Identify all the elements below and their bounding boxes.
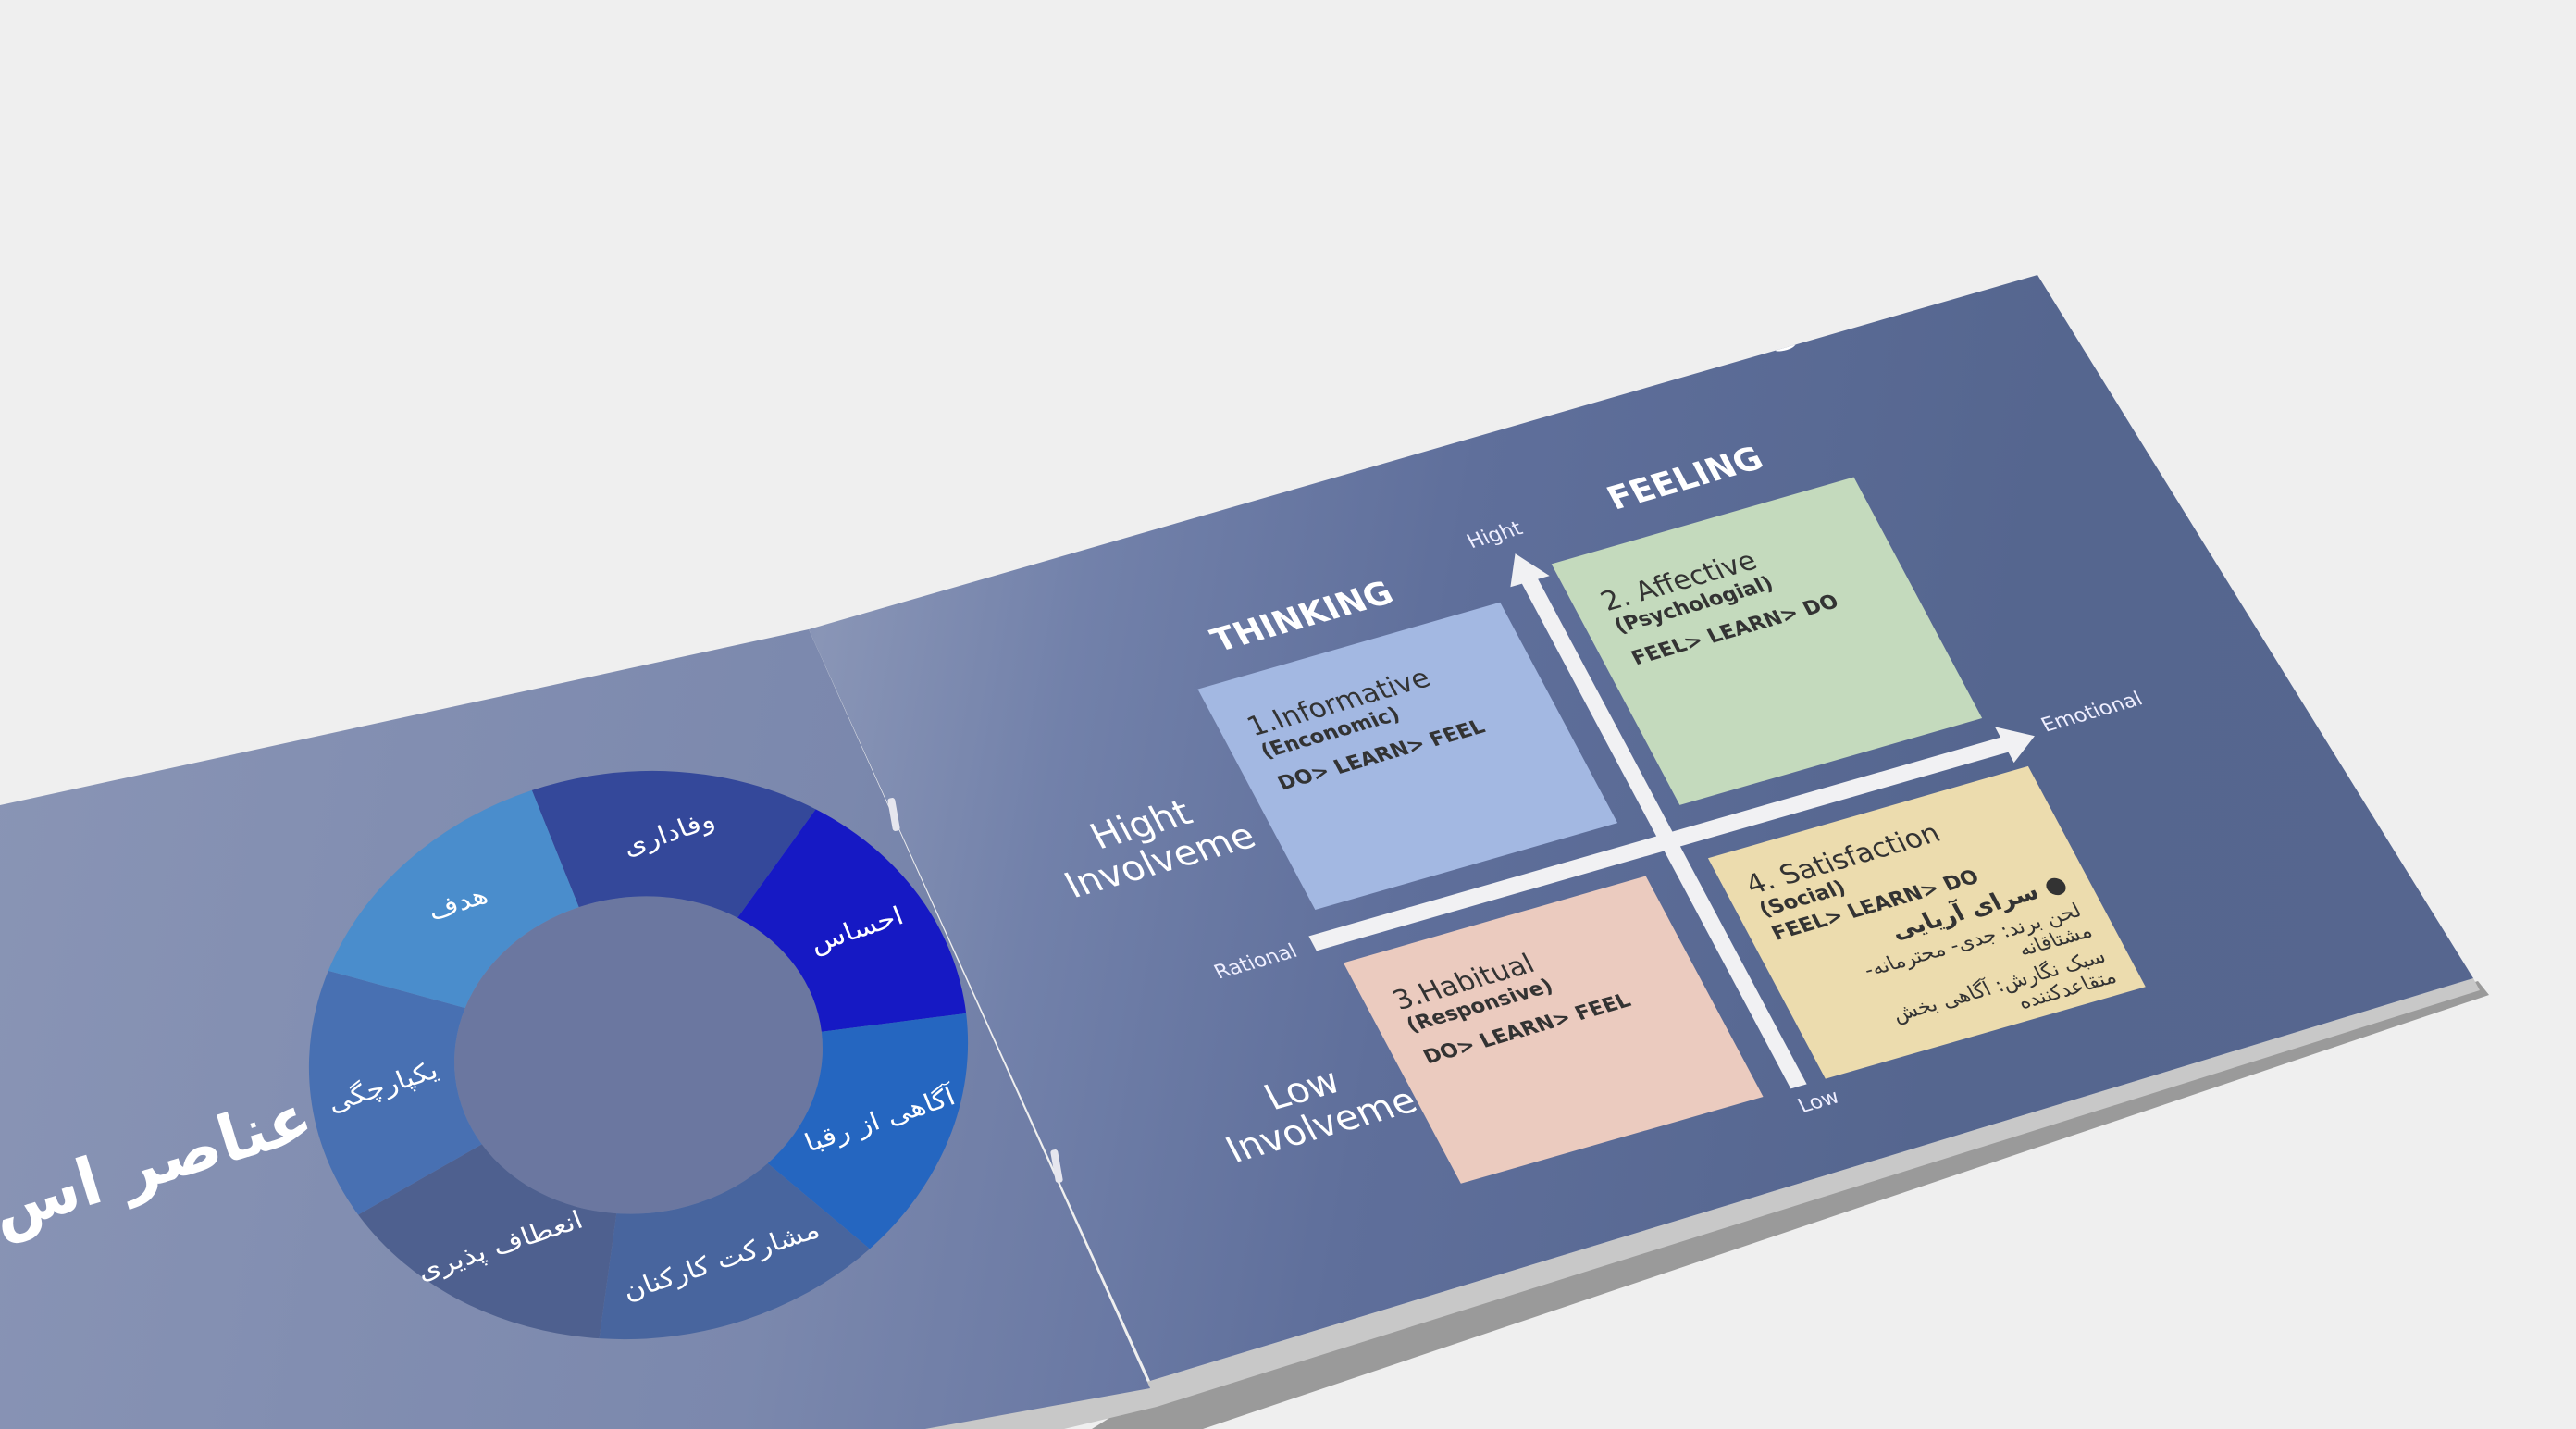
low-involvement-label: Low Involveme: [1200, 1045, 1424, 1171]
wheel-segment: [599, 1162, 870, 1340]
wheel-center: [454, 896, 823, 1214]
left-page-title: عناصر اس: [0, 1078, 322, 1249]
arrow-up-icon: [1495, 548, 1550, 588]
wheel-segment: [767, 1013, 969, 1249]
axis-label-top: Hight: [1463, 517, 1527, 553]
feeling-heading: FEELING: [1601, 440, 1770, 517]
wheel-segment: [737, 809, 967, 1032]
high-involvement-label: Hight Involveme: [1039, 780, 1263, 906]
arrow-right-icon: [1994, 717, 2045, 764]
page-title: FCB Gride- Product Categorization: [1007, 206, 2074, 567]
wheel-segment: [531, 770, 816, 918]
wheel-segment: [358, 1144, 617, 1339]
axis-label-left: Rational: [1210, 940, 1302, 985]
axis-label-right: Emotional: [2037, 688, 2147, 738]
wheel-segment: [308, 970, 482, 1215]
wheel-segment: [328, 789, 579, 1009]
axis-label-bottom: Low: [1794, 1086, 1844, 1118]
